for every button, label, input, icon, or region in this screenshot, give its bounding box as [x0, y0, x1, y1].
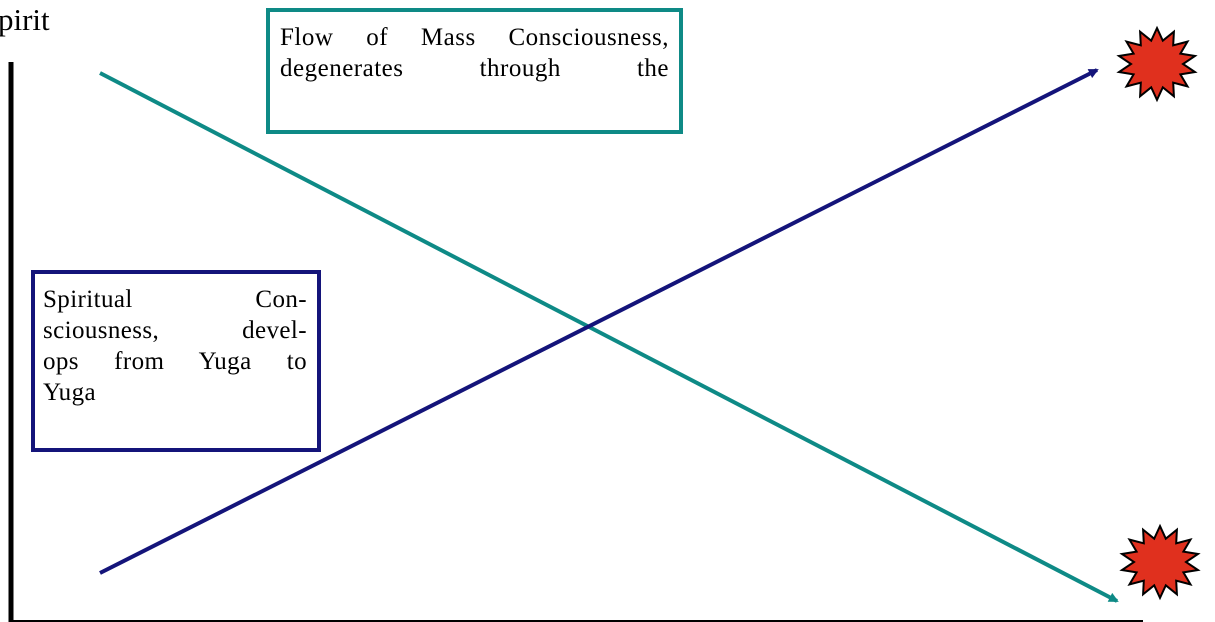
- spirit-line-4: Yuga: [43, 379, 96, 406]
- top-starburst-icon: [1116, 25, 1198, 103]
- mass-consciousness-box: Flow of Mass Consciousness, degenerates …: [266, 8, 683, 134]
- mass-line-1: Flow of Mass Consciousness,: [280, 24, 669, 51]
- spiritual-consciousness-text: Spiritual Con- sciousness, devel- ops fr…: [43, 284, 307, 408]
- spirit-line-2: sciousness, devel-: [43, 317, 307, 344]
- bottom-starburst-icon: [1119, 523, 1201, 601]
- mass-consciousness-text: Flow of Mass Consciousness, degenerates …: [280, 22, 669, 84]
- mass-line-2: degenerates through the: [280, 55, 669, 82]
- spiritual-consciousness-box: Spiritual Con- sciousness, devel- ops fr…: [31, 270, 321, 452]
- spirit-line-3: ops from Yuga to: [43, 348, 307, 375]
- spiritual-consciousness-arrow: [99, 68, 1099, 575]
- mass-consciousness-arrow: [99, 71, 1119, 603]
- axis-label: pirit: [0, 2, 50, 37]
- spirit-line-1: Spiritual Con-: [43, 286, 307, 313]
